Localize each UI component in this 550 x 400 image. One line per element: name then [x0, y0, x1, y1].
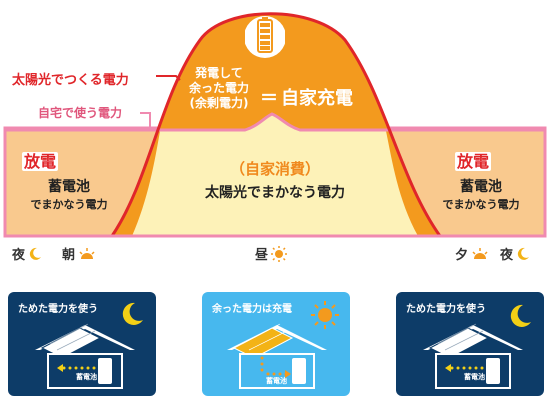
- card-title: ためた電力を使う: [18, 304, 98, 315]
- moon-icon: [510, 304, 531, 327]
- battery-left-label: 蓄電池 でまかなう電力: [14, 178, 124, 214]
- time-evening: 夕: [455, 244, 489, 263]
- house-illustration: [423, 323, 523, 389]
- time-noon: 昼: [255, 244, 288, 263]
- surplus-line3: (余剰電力): [189, 96, 249, 110]
- discharge-right-text: 放電: [455, 152, 492, 171]
- battery-right-line2: でまかなう電力: [442, 198, 520, 211]
- self-consumption-body: 太陽光でまかなう電力: [205, 185, 345, 201]
- surplus-line1: 発電して: [195, 66, 243, 80]
- battery-full-icon: [245, 16, 285, 58]
- card-night-morning: ためた電力を使う 蓄電池: [8, 292, 156, 396]
- moon-icon: [517, 247, 530, 260]
- solar-generated-label: 太陽光でつくる電力: [12, 73, 129, 88]
- equals-sign: ＝: [260, 88, 278, 109]
- moon-icon: [29, 247, 42, 260]
- home-usage-bump: [160, 112, 386, 132]
- sun-icon: [271, 245, 288, 262]
- time-evening-text: 夕: [455, 248, 469, 263]
- sunrise-icon: [79, 247, 95, 259]
- surplus-label: 発電して 余った電力 (余剰電力): [174, 66, 264, 111]
- time-noon-text: 昼: [255, 248, 269, 263]
- time-night2-text: 夜: [500, 248, 514, 263]
- time-night-text: 夜: [12, 248, 26, 263]
- battery-label: 蓄電池: [266, 377, 287, 385]
- card-daytime: 余った電力は充電 蓄電池: [202, 292, 350, 396]
- card-title: 余った電力は充電: [212, 304, 292, 315]
- time-night2: 夜: [500, 244, 530, 263]
- self-consumption-area: [132, 115, 418, 236]
- home-label-pointer: [140, 112, 151, 128]
- battery-label: 蓄電池: [76, 373, 97, 381]
- card-evening-night: ためた電力を使う 蓄電池: [396, 292, 544, 396]
- discharge-left-label: 放電: [22, 148, 59, 172]
- power-graph: [3, 12, 547, 238]
- discharge-left-text: 放電: [22, 152, 59, 171]
- battery-left-line1: 蓄電池: [48, 179, 90, 195]
- time-morning-text: 朝: [62, 248, 76, 263]
- moon-icon: [122, 302, 143, 325]
- self-consumption-title: （自家消費）: [229, 160, 320, 178]
- sunset-icon: [472, 247, 488, 259]
- sun-icon: [311, 301, 339, 329]
- surplus-line2: 余った電力: [188, 81, 249, 95]
- battery-left-line2: でまかなう電力: [30, 198, 108, 211]
- home-use-label: 自宅で使う電力: [38, 106, 123, 120]
- card-title: ためた電力を使う: [406, 304, 486, 315]
- time-night: 夜: [12, 244, 42, 263]
- house-illustration: [35, 323, 135, 389]
- discharge-right-label: 放電: [455, 148, 492, 172]
- self-charge-label: 自家充電: [281, 88, 353, 109]
- solar-generation-curve: [110, 12, 442, 237]
- battery-right-line1: 蓄電池: [460, 179, 502, 195]
- battery-right-label: 蓄電池 でまかなう電力: [426, 178, 536, 214]
- solar-label-pointer: [156, 75, 181, 81]
- time-morning: 朝: [62, 244, 96, 263]
- house-illustration: [227, 323, 327, 389]
- battery-label: 蓄電池: [464, 373, 485, 381]
